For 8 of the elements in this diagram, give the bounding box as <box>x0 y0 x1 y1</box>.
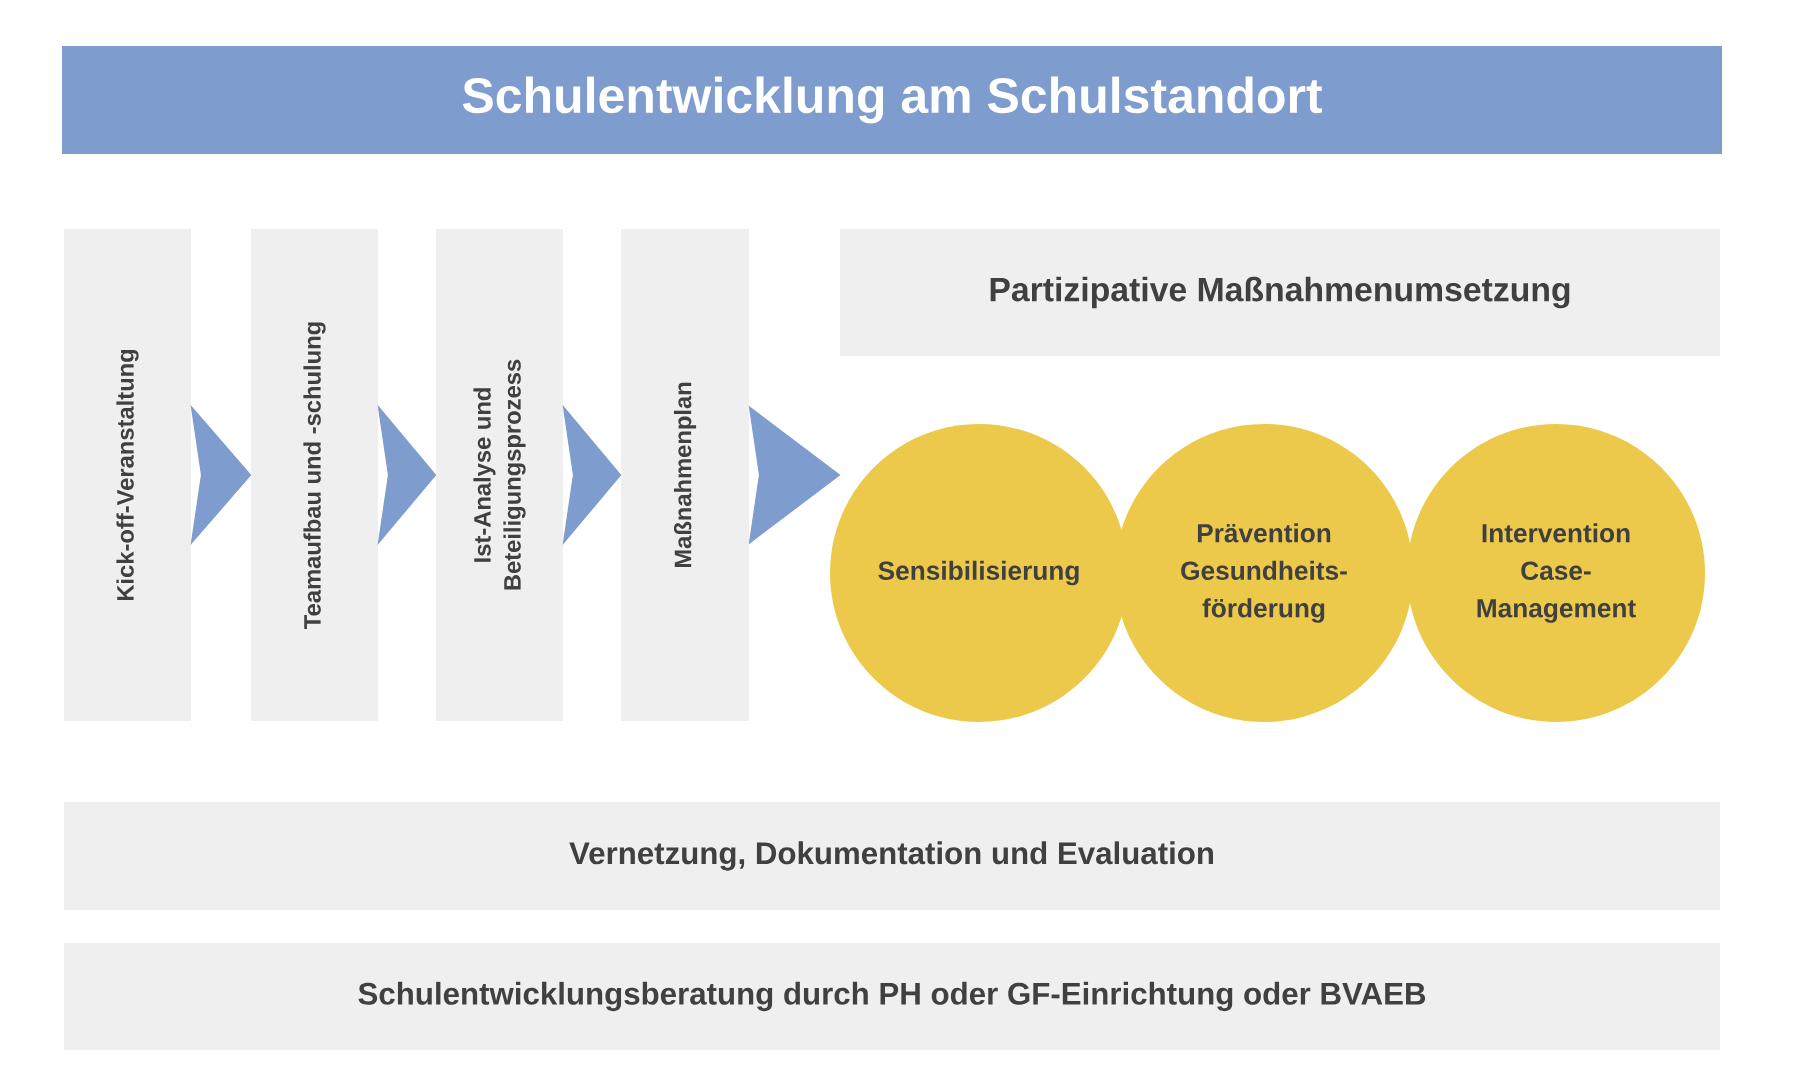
step-box: Kick-off-Veranstaltung <box>64 229 191 721</box>
band-box: Schulentwicklungsberatung durch PH oder GF-Einrichtung oder BVAEB <box>64 943 1720 1050</box>
band-box: Partizipative Maßnahmenumsetzung <box>840 229 1720 356</box>
step-box: Maßnahmenplan <box>621 229 749 721</box>
band-box: Vernetzung, Dokumentation und Evaluation <box>64 802 1720 910</box>
step-box: Teamaufbau und -schulung <box>251 229 378 721</box>
title-banner: Schulentwicklung am Schulstandort <box>62 46 1722 154</box>
step-box: Ist-Analyse und Beteiligungsprozess <box>436 229 563 721</box>
